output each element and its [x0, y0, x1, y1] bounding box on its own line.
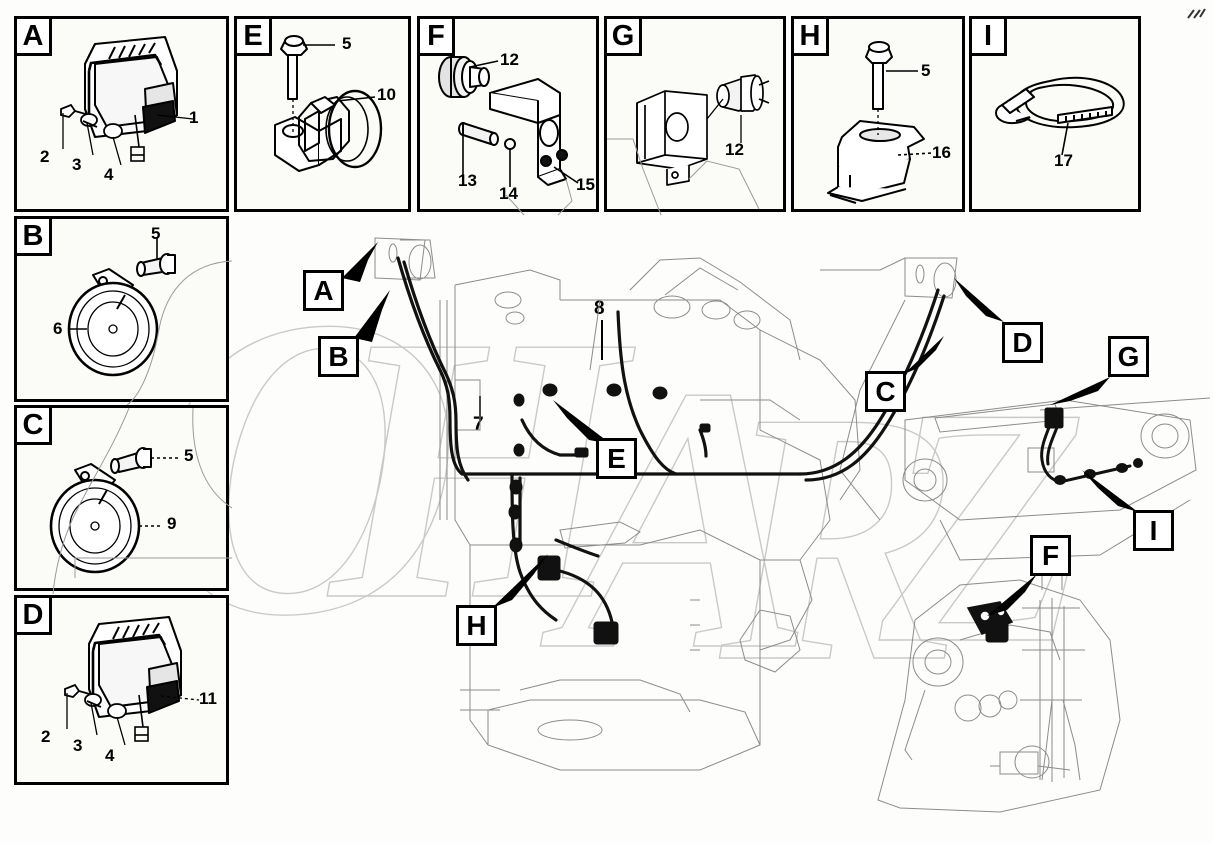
panel-h-callout-5: 5 — [921, 61, 931, 80]
watermark-glyph-r: R — [719, 336, 961, 736]
panel-h-callout-16: 16 — [932, 143, 951, 162]
panel-d: D — [14, 595, 229, 785]
panel-d-label: D — [14, 595, 52, 635]
callout-box-c[interactable]: C — [865, 371, 906, 412]
panel-c-callout-9: 9 — [167, 514, 177, 533]
panel-e-callout-10: 10 — [377, 85, 396, 104]
callout-pointer-d — [954, 278, 1004, 322]
panel-d-callout-3: 3 — [73, 736, 83, 755]
panel-f: F — [417, 16, 599, 216]
panel-b-callout-6: 6 — [53, 319, 63, 338]
panel-g-label: G — [604, 16, 642, 56]
panel-i-label: I — [969, 16, 1007, 56]
panel-c-drawing — [49, 407, 233, 595]
panel-c-callout-5: 5 — [184, 446, 194, 465]
panel-b-callout-5: 5 — [151, 224, 161, 243]
panel-g-callout-12: 12 — [725, 140, 744, 159]
panel-a-callout-4: 4 — [104, 165, 114, 184]
callout-box-g[interactable]: G — [1108, 336, 1149, 377]
callout-box-i[interactable]: I — [1133, 510, 1174, 551]
callout-box-e[interactable]: E — [596, 438, 637, 479]
panel-g: G — [604, 16, 786, 216]
panel-f-callout-12: 12 — [500, 50, 519, 69]
main-callout-7: 7 — [473, 414, 484, 435]
panel-i-callout-17: 17 — [1054, 151, 1073, 170]
panel-h-label: H — [791, 16, 829, 56]
panel-f-callout-13: 13 — [458, 171, 477, 190]
callout-pointer-c — [904, 336, 944, 374]
panel-i: I 17 — [969, 16, 1141, 212]
panel-f-label: F — [417, 16, 455, 56]
panel-d-callout-2: 2 — [41, 727, 51, 746]
panel-g-drawing — [607, 74, 770, 216]
panel-a: A — [14, 16, 229, 212]
panel-b-drawing — [67, 237, 233, 406]
panel-c-label: C — [14, 405, 52, 445]
panel-h-drawing — [827, 41, 933, 204]
corner-tick-mark — [1187, 8, 1206, 19]
panel-e-label: E — [234, 16, 272, 56]
leader-line-8 — [601, 320, 603, 360]
callout-box-h[interactable]: H — [456, 605, 497, 646]
callout-box-a[interactable]: A — [303, 270, 344, 311]
callout-box-b[interactable]: B — [318, 336, 359, 377]
watermark-glyph-z: Z — [879, 336, 1088, 714]
panel-c: C — [14, 405, 233, 595]
panel-d-callout-4: 4 — [105, 746, 115, 765]
watermark-glyph-a: A — [559, 307, 814, 729]
callout-pointer-i — [1082, 470, 1138, 512]
panel-i-drawing — [995, 76, 1125, 156]
callout-pointer-h — [492, 554, 548, 608]
panel-a-drawing — [60, 36, 194, 166]
panel-e: E — [234, 16, 411, 212]
callout-box-f[interactable]: F — [1030, 535, 1071, 576]
panel-f-callout-14: 14 — [499, 184, 518, 203]
panel-d-callout-11: 11 — [199, 689, 217, 708]
panel-b: B — [14, 216, 233, 406]
panel-a-callout-1: 1 — [189, 108, 199, 127]
panel-a-callout-3: 3 — [72, 155, 82, 174]
callout-pointer-g — [1050, 377, 1110, 405]
panel-a-callout-2: 2 — [40, 147, 50, 166]
panel-a-label: A — [14, 16, 52, 56]
callout-pointer-b — [354, 290, 390, 342]
panel-h: H 5 16 — [791, 16, 965, 212]
panel-b-label: B — [14, 216, 52, 256]
panel-f-callout-15: 15 — [576, 175, 595, 194]
callout-pointer-f — [987, 574, 1037, 616]
callout-box-d[interactable]: D — [1002, 322, 1043, 363]
main-callout-8: 8 — [594, 298, 605, 319]
panel-e-drawing — [274, 35, 383, 172]
panel-e-callout-5: 5 — [342, 34, 352, 53]
panel-f-drawing — [438, 56, 579, 216]
panel-d-drawing — [64, 616, 200, 746]
